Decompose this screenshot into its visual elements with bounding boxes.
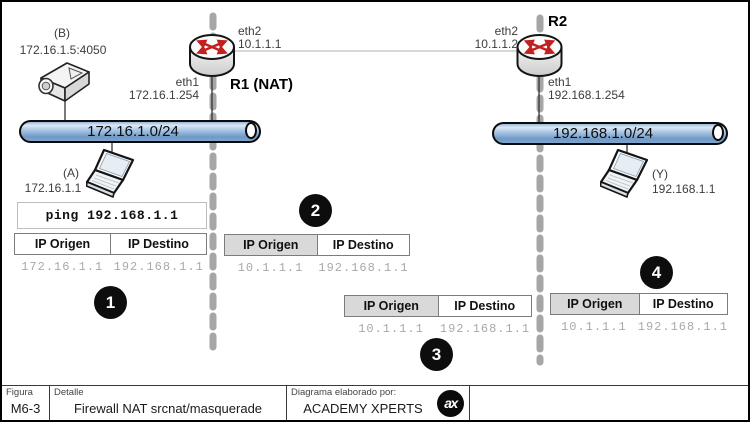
router-r1-name: R1 (NAT) — [230, 76, 294, 93]
footer-spacer — [470, 386, 748, 420]
host-y-address: 192.168.1.1 — [652, 182, 716, 196]
detalle-label: Detalle — [54, 387, 84, 398]
step-badge-3: 3 — [420, 338, 453, 371]
flow1-dest-header: IP Destino — [110, 233, 207, 255]
pipe-endcap-right — [712, 124, 724, 141]
r1-eth2-ip: 10.1.1.1 — [238, 37, 282, 51]
flow-table-1: IP Origen IP Destino 172.16.1.1 192.168.… — [14, 233, 207, 274]
host-y-label: (Y) — [652, 167, 668, 181]
router-r1-icon — [190, 35, 234, 76]
flow4-dest-header: IP Destino — [638, 293, 728, 315]
r2-eth1-name: eth1 — [548, 75, 572, 89]
projector-label: (B) — [54, 26, 70, 40]
figura-label: Figura — [6, 387, 33, 398]
network-segment-right: 192.168.1.0/24 — [492, 122, 728, 145]
flow3-origin-ip: 10.1.1.1 — [358, 322, 424, 336]
flow2-origin-ip: 10.1.1.1 — [237, 261, 304, 275]
host-a-address: 172.16.1.1 — [24, 181, 82, 195]
academy-xperts-logo-icon: ax — [437, 389, 464, 417]
flow1-origin-ip: 172.16.1.1 — [21, 260, 104, 274]
flow3-origin-header: IP Origen — [344, 295, 439, 317]
flow-table-3: IP Origen IP Destino 10.1.1.1 192.168.1.… — [344, 295, 532, 336]
ping-command-box: ping 192.168.1.1 — [17, 202, 207, 229]
detalle-cell: Detalle Firewall NAT srcnat/masquerade — [50, 386, 287, 420]
flow-table-2: IP Origen IP Destino 10.1.1.1 192.168.1.… — [224, 234, 410, 275]
author-label: Diagrama elaborado por: — [291, 387, 397, 398]
flow-table-4: IP Origen IP Destino 10.1.1.1 192.168.1.… — [550, 293, 728, 334]
title-block: Figura M6-3 Detalle Firewall NAT srcnat/… — [2, 385, 748, 420]
host-a-label: (A) — [63, 166, 79, 180]
flow2-dest-ip: 192.168.1.1 — [318, 261, 409, 275]
network-segment-left: 172.16.1.0/24 — [19, 120, 261, 143]
flow1-dest-ip: 192.168.1.1 — [113, 260, 204, 274]
r2-eth2-ip: 10.1.1.2 — [474, 37, 518, 51]
flow4-origin-ip: 10.1.1.1 — [561, 320, 627, 334]
flow4-dest-ip: 192.168.1.1 — [637, 320, 728, 334]
flow2-origin-header: IP Origen — [224, 234, 318, 256]
projector-icon — [38, 62, 90, 102]
r2-eth2-name: eth2 — [494, 24, 518, 38]
r2-eth1-ip: 192.168.1.254 — [548, 88, 625, 102]
flow3-dest-header: IP Destino — [437, 295, 532, 317]
projector-address: 172.16.1.5:4050 — [19, 43, 107, 57]
detalle-value: Firewall NAT srcnat/masquerade — [73, 400, 263, 416]
r1-eth1-ip: 172.16.1.254 — [128, 88, 199, 102]
network-left-label: 172.16.1.0/24 — [87, 123, 179, 140]
pipe-endcap-left — [245, 122, 257, 139]
router-r2-icon — [518, 35, 562, 76]
figura-value: M6-3 — [10, 400, 41, 416]
author-value: ACADEMY XPERTS — [303, 400, 423, 416]
r1-eth1-name: eth1 — [175, 75, 199, 89]
flow4-origin-header: IP Origen — [550, 293, 640, 315]
flow2-dest-header: IP Destino — [316, 234, 410, 256]
step-badge-1: 1 — [94, 286, 127, 319]
laptop-y-icon — [600, 149, 649, 199]
flow3-dest-ip: 192.168.1.1 — [439, 322, 531, 336]
flow1-origin-header: IP Origen — [14, 233, 111, 255]
r1-eth2-name: eth2 — [238, 24, 262, 38]
figura-cell: Figura M6-3 — [2, 386, 50, 420]
step-badge-2: 2 — [299, 194, 332, 227]
step-badge-4: 4 — [640, 256, 673, 289]
network-right-label: 192.168.1.0/24 — [552, 125, 654, 142]
author-cell: Diagrama elaborado por: ACADEMY XPERTS a… — [287, 386, 470, 420]
router-r2-name: R2 — [548, 13, 568, 30]
